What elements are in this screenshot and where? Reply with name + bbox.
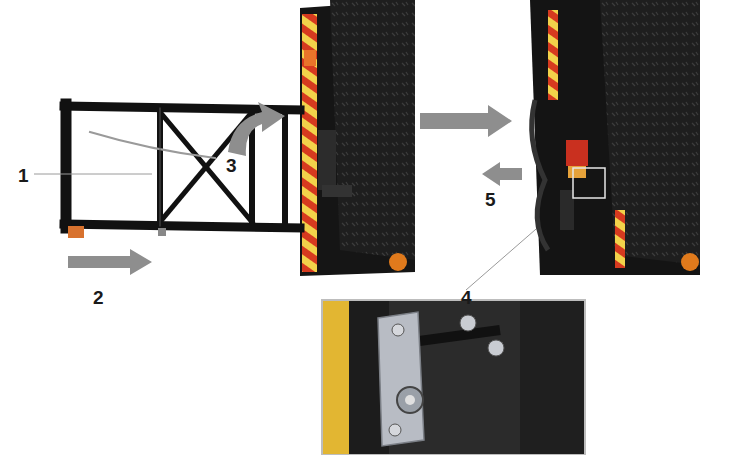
callout-number: 1 bbox=[18, 166, 29, 185]
step-arrow bbox=[420, 105, 512, 137]
leader-line bbox=[34, 174, 152, 175]
callout-number: 3 bbox=[226, 156, 237, 175]
pull-arrow bbox=[482, 162, 522, 186]
truck-rear-right bbox=[530, 0, 700, 275]
rotate-arrow bbox=[228, 102, 285, 156]
truck-rear-left bbox=[300, 0, 415, 276]
frame-foot bbox=[158, 228, 166, 236]
callout-number: 5 bbox=[485, 190, 496, 209]
callout-number: 4 bbox=[461, 288, 472, 307]
push-arrow bbox=[68, 249, 152, 275]
detail-inset bbox=[322, 300, 585, 455]
frame-foot bbox=[68, 226, 84, 238]
callout-number: 2 bbox=[93, 288, 104, 307]
